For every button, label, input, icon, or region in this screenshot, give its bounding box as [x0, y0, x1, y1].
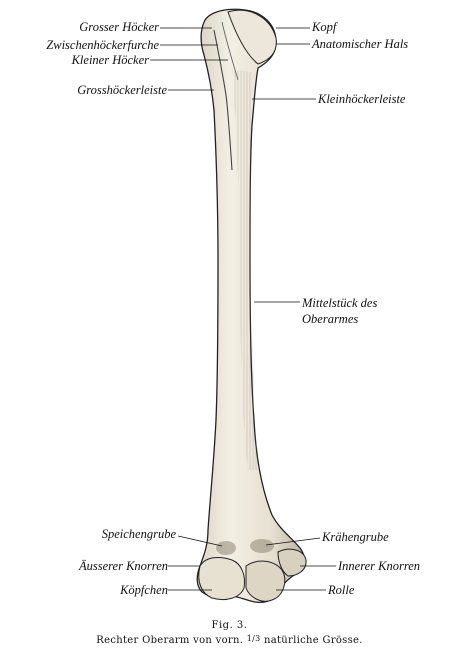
label-rolle: Rolle [328, 583, 354, 597]
label-anatomischer-hals: Anatomischer Hals [312, 37, 408, 51]
caption-tail: natürliche Grösse. [264, 635, 363, 646]
trochlea [246, 561, 285, 601]
figure-caption: Rechter Oberarm von vorn. 1/3 natürliche… [0, 634, 459, 646]
caption-fraction: 1/3 [247, 634, 261, 643]
caption-main: Rechter Oberarm von vorn. [96, 635, 243, 646]
label-aeusserer-knorren: Äusserer Knorren [79, 559, 168, 573]
label-zwischenhoeckerfurche: Zwischenhöckerfurche [46, 38, 159, 52]
label-innerer-knorren: Innerer Knorren [338, 559, 420, 573]
label-koepfchen: Köpfchen [120, 583, 168, 597]
coronoid-fossa [250, 539, 274, 553]
label-mittelstueck-line1: Mittelstück des [302, 296, 377, 310]
label-kleiner-hoecker: Kleiner Höcker [72, 53, 149, 67]
radial-fossa [216, 541, 236, 555]
label-speichengrube: Speichengrube [102, 527, 176, 541]
figure-number: Fig. 3. [0, 620, 459, 631]
label-mittelstueck-line2: Oberarmes [302, 312, 358, 326]
label-grosshoeckerleiste: Grosshöckerleiste [77, 83, 167, 97]
label-kleinhoeckerleiste: Kleinhöckerleiste [318, 92, 405, 106]
label-kopf: Kopf [312, 20, 336, 34]
label-grosser-hoecker: Grosser Höcker [79, 20, 159, 34]
label-kraehengrube: Krähengrube [322, 530, 389, 544]
capitulum [199, 558, 245, 600]
